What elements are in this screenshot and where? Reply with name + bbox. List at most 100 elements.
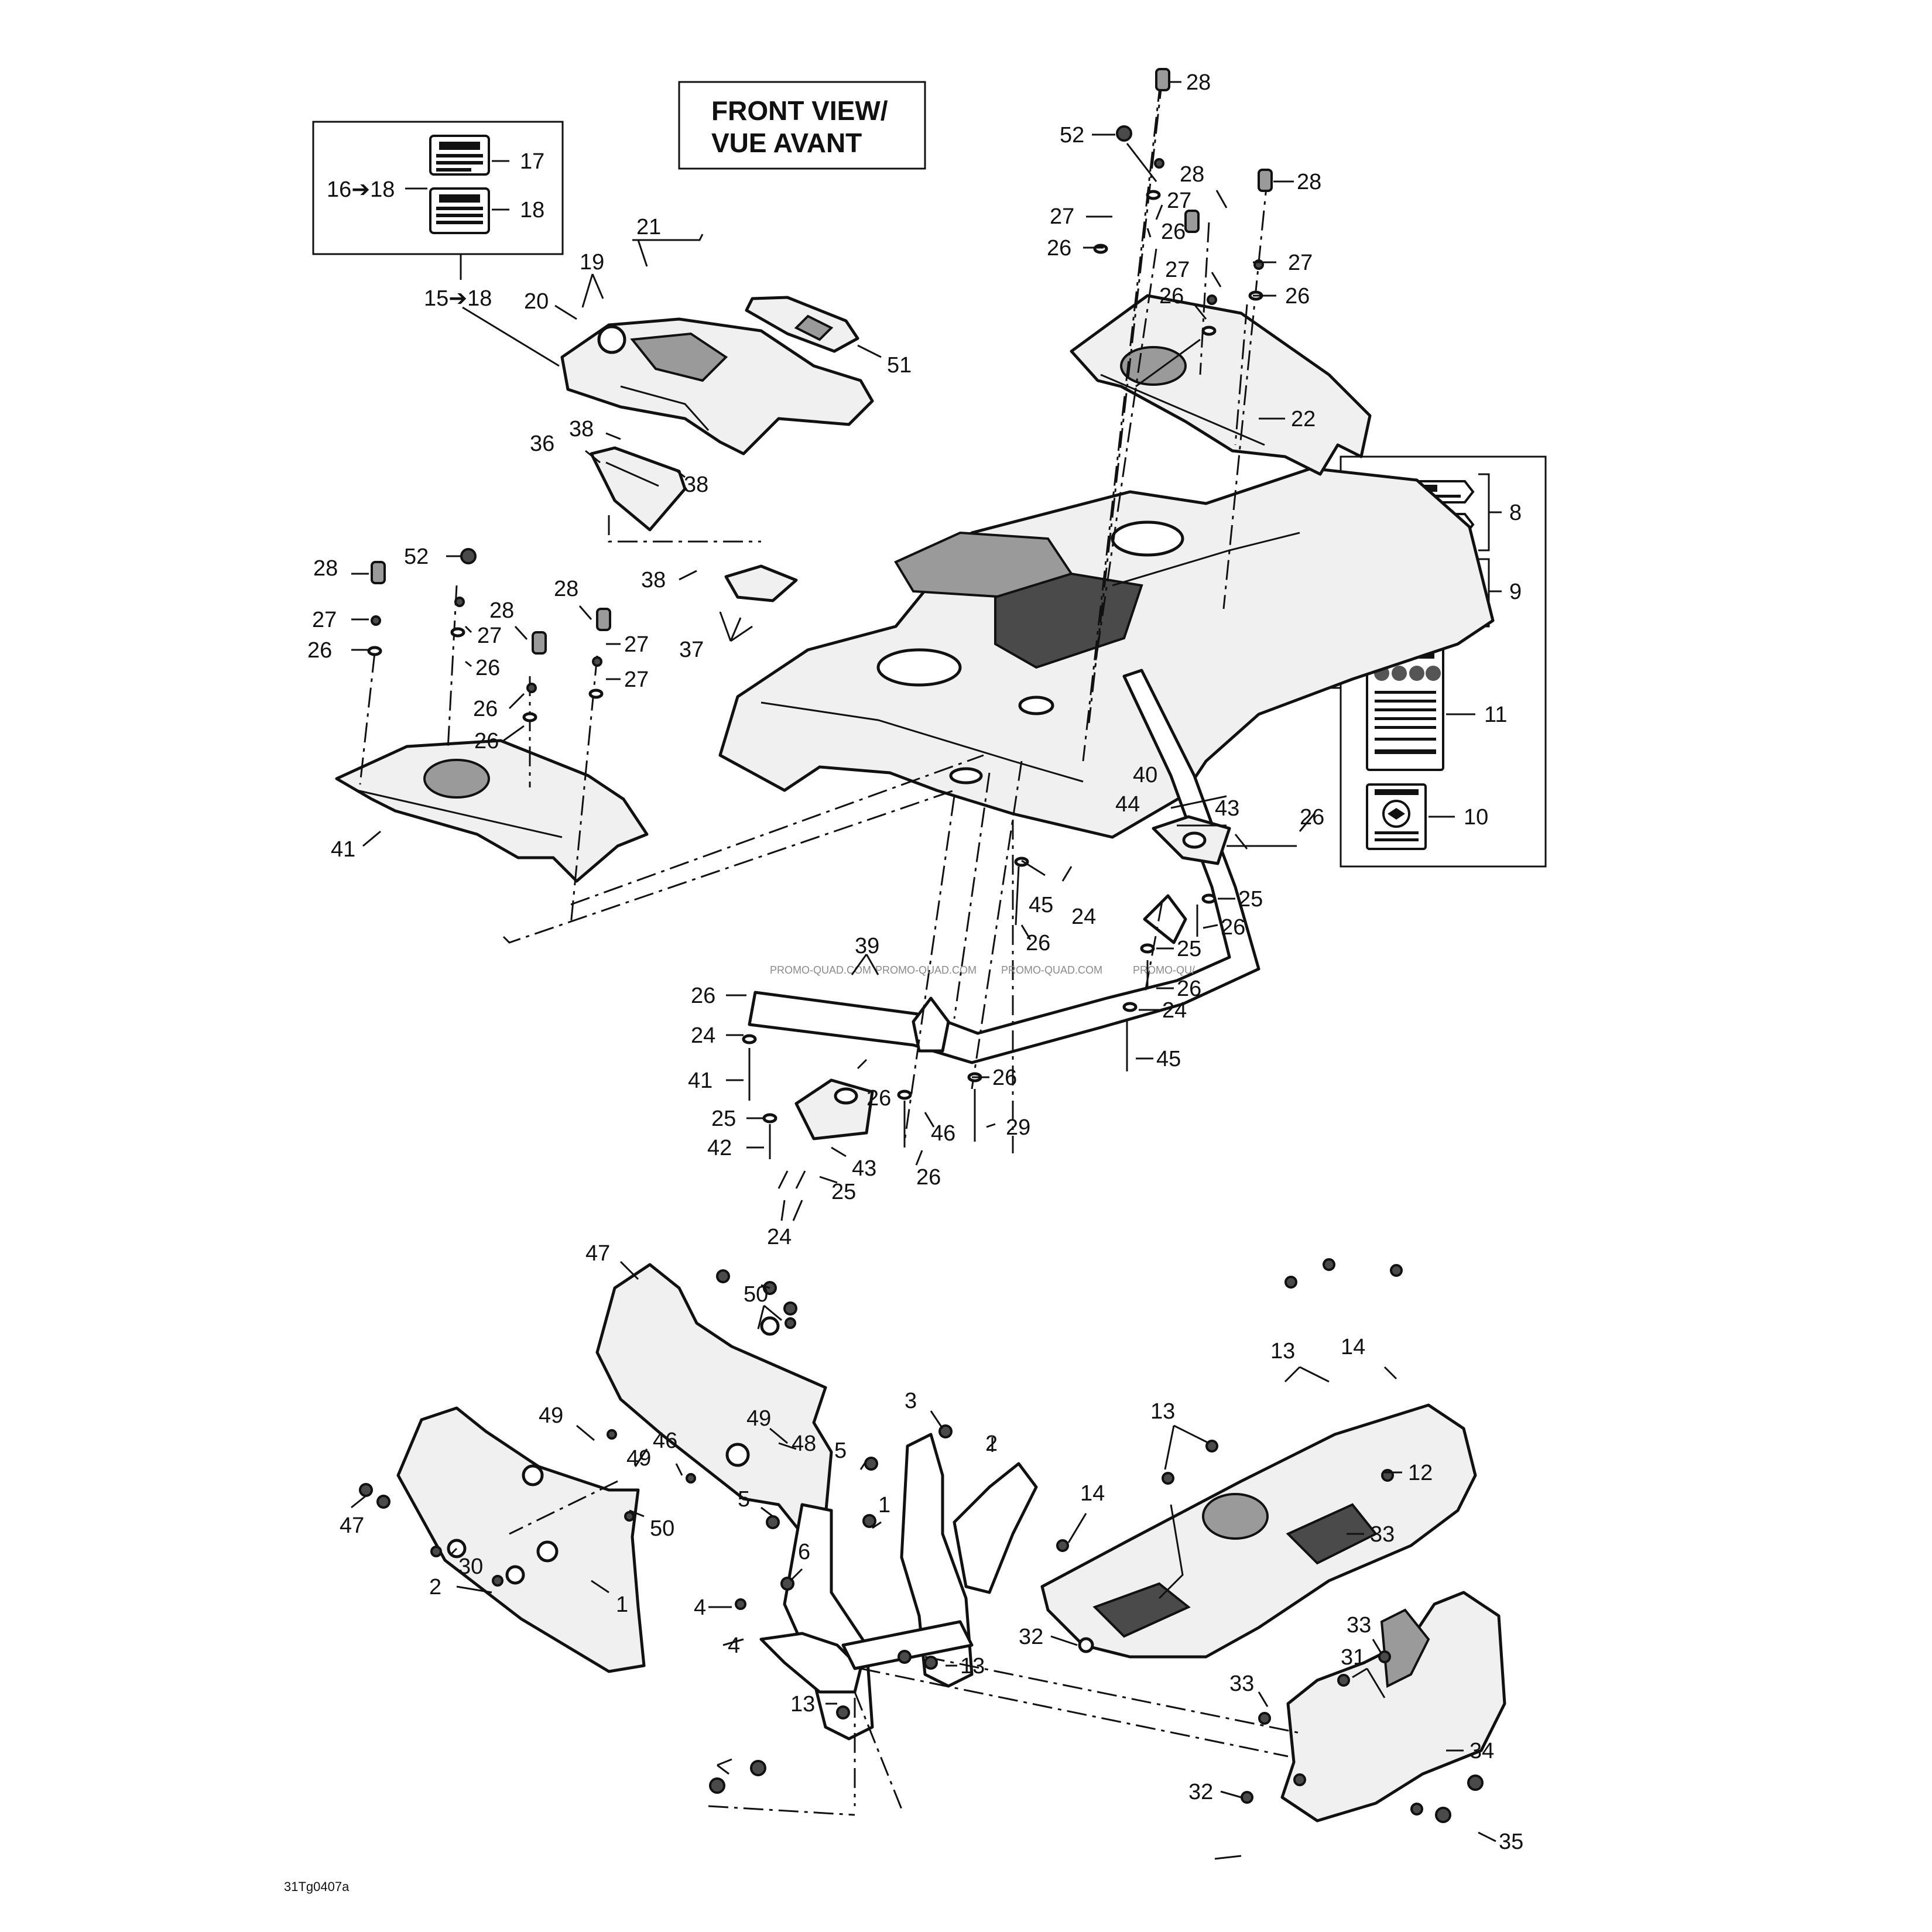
decal-box-left: 17 18 16➔18 15➔18 bbox=[312, 121, 564, 367]
watermark-2: PROMO-QUAD.COM bbox=[875, 964, 977, 976]
front-grille-12 bbox=[1040, 1403, 1477, 1659]
callout-41: 40 bbox=[1133, 763, 1157, 787]
view-title-line1: FRONT VIEW/ bbox=[711, 95, 888, 126]
frame-tube-39 bbox=[748, 669, 1260, 1064]
callout-27: 27 bbox=[1165, 258, 1190, 282]
callout-28: 28 bbox=[489, 598, 514, 623]
callout-27: 27 bbox=[312, 608, 337, 632]
callout-47: 49 bbox=[746, 1406, 771, 1431]
callout-27: 26 bbox=[474, 729, 499, 753]
front-rack-22 bbox=[1070, 294, 1372, 476]
callout-43: 26 bbox=[1300, 805, 1324, 830]
callout-38: 38 bbox=[641, 568, 666, 592]
callout-33: 32 bbox=[1188, 1780, 1213, 1804]
callout-33: 33 bbox=[1229, 1671, 1254, 1696]
callout-33: 33 bbox=[1347, 1613, 1371, 1638]
callout-22: 22 bbox=[1291, 407, 1316, 431]
callout-48: 49 bbox=[626, 1446, 651, 1471]
callout-44: 43 bbox=[1215, 796, 1239, 821]
callout-12: 33 bbox=[1370, 1522, 1395, 1547]
callout-38: 38 bbox=[569, 417, 594, 441]
callout-27: 27 bbox=[1050, 204, 1074, 229]
callout-28: 28 bbox=[1297, 170, 1321, 194]
callout-13: 14 bbox=[1080, 1481, 1105, 1506]
callout-24: 29 bbox=[1006, 1115, 1030, 1140]
callout-14: 32 bbox=[1019, 1625, 1043, 1649]
callout-19: 19 bbox=[580, 250, 604, 275]
callout-28: 28 bbox=[1186, 70, 1211, 95]
assembly-lines bbox=[359, 78, 1300, 1816]
trim-piece-51 bbox=[745, 296, 859, 353]
callout-26: 25 bbox=[711, 1107, 736, 1131]
callout-28: 28 bbox=[554, 577, 578, 601]
callout-4: 13 bbox=[960, 1654, 985, 1678]
callout-26: 25 bbox=[1177, 937, 1201, 961]
watermarks: PROMO-QUAD.COM PROMO-QUAD.COM PROMO-QUAD… bbox=[770, 964, 1195, 976]
callout-26: 45 bbox=[1029, 893, 1053, 917]
callout-25: 26 bbox=[916, 1165, 941, 1190]
callout-46: 50 bbox=[744, 1282, 768, 1307]
callout-31: 34 bbox=[1469, 1739, 1494, 1763]
drawing-number: 31Tg0407a bbox=[284, 1879, 350, 1894]
callout-30: 1 bbox=[616, 1592, 628, 1617]
callout-17: 17 bbox=[520, 149, 544, 174]
side-panel-30 bbox=[396, 1406, 646, 1673]
callout-36: 36 bbox=[530, 431, 554, 456]
callout-25: 26 bbox=[1221, 915, 1245, 940]
callout-34: 35 bbox=[1499, 1830, 1523, 1854]
callout-numbers: 28 52 28 27 27 26 28 27 26 26 27 26 22 2… bbox=[307, 70, 1523, 1854]
callout-26: 26 bbox=[475, 656, 500, 680]
callout-8: 8 bbox=[1509, 501, 1522, 525]
callout-38: 38 bbox=[684, 472, 708, 497]
callout-49: 50 bbox=[650, 1516, 674, 1541]
leader-lines bbox=[351, 81, 1496, 1860]
callout-26: 25 bbox=[1238, 887, 1263, 912]
callout-28: 28 bbox=[313, 556, 338, 581]
callout-14: 12 bbox=[1408, 1461, 1433, 1485]
decal-17 bbox=[429, 135, 490, 176]
callout-27: 27 bbox=[624, 632, 649, 657]
callout-40: 44 bbox=[1115, 792, 1140, 817]
callout-49: 49 bbox=[539, 1403, 563, 1428]
callout-26: 27 bbox=[624, 667, 649, 692]
callout-51: 51 bbox=[887, 353, 912, 378]
callout-43: 24 bbox=[767, 1225, 792, 1249]
callout-23: 41 bbox=[331, 837, 355, 862]
callout-26: 26 bbox=[473, 697, 498, 721]
view-title-frame bbox=[678, 81, 926, 170]
bracket-40 bbox=[1152, 815, 1231, 865]
callout-26: 26 bbox=[1047, 236, 1071, 261]
callout-26: 46 bbox=[931, 1121, 955, 1146]
watermark-4: PROMO-QU/ bbox=[1133, 964, 1195, 976]
callout-26: 26 bbox=[1159, 284, 1184, 309]
callout-13: 13 bbox=[1150, 1399, 1175, 1424]
callout-10: 10 bbox=[1464, 805, 1488, 830]
callout-26: 26 bbox=[307, 638, 332, 663]
callout-25: 42 bbox=[707, 1136, 732, 1160]
callout-52: 52 bbox=[404, 544, 429, 569]
view-title-line2: VUE AVANT bbox=[711, 128, 862, 158]
callout-27: 27 bbox=[1288, 251, 1313, 275]
callout-13: 13 bbox=[1270, 1339, 1295, 1364]
callout-9: 9 bbox=[1509, 580, 1522, 604]
callout-45: 24 bbox=[1071, 905, 1096, 929]
callout-44: 25 bbox=[831, 1180, 856, 1204]
callout-11: 11 bbox=[1484, 703, 1507, 727]
callout-37: 37 bbox=[679, 638, 704, 662]
callout-1: 2 bbox=[985, 1431, 998, 1456]
callout-52: 52 bbox=[1060, 123, 1084, 148]
view-title-box: FRONT VIEW/ VUE AVANT bbox=[678, 81, 926, 170]
kit-label-15: 15➔18 bbox=[424, 286, 492, 311]
fasteners bbox=[359, 68, 1484, 1823]
callout-26: 26 bbox=[1285, 284, 1310, 309]
callout-45: 39 bbox=[855, 934, 879, 958]
callout-3: 5 bbox=[834, 1438, 847, 1463]
bracket-37 bbox=[724, 564, 798, 602]
callout-27: 27 bbox=[1167, 189, 1191, 213]
callout-32: 31 bbox=[1341, 1645, 1365, 1670]
callout-42: 43 bbox=[852, 1156, 876, 1181]
callout-20: 20 bbox=[524, 289, 549, 314]
front-rack-23 bbox=[335, 739, 649, 883]
bracket-42 bbox=[794, 1078, 874, 1140]
